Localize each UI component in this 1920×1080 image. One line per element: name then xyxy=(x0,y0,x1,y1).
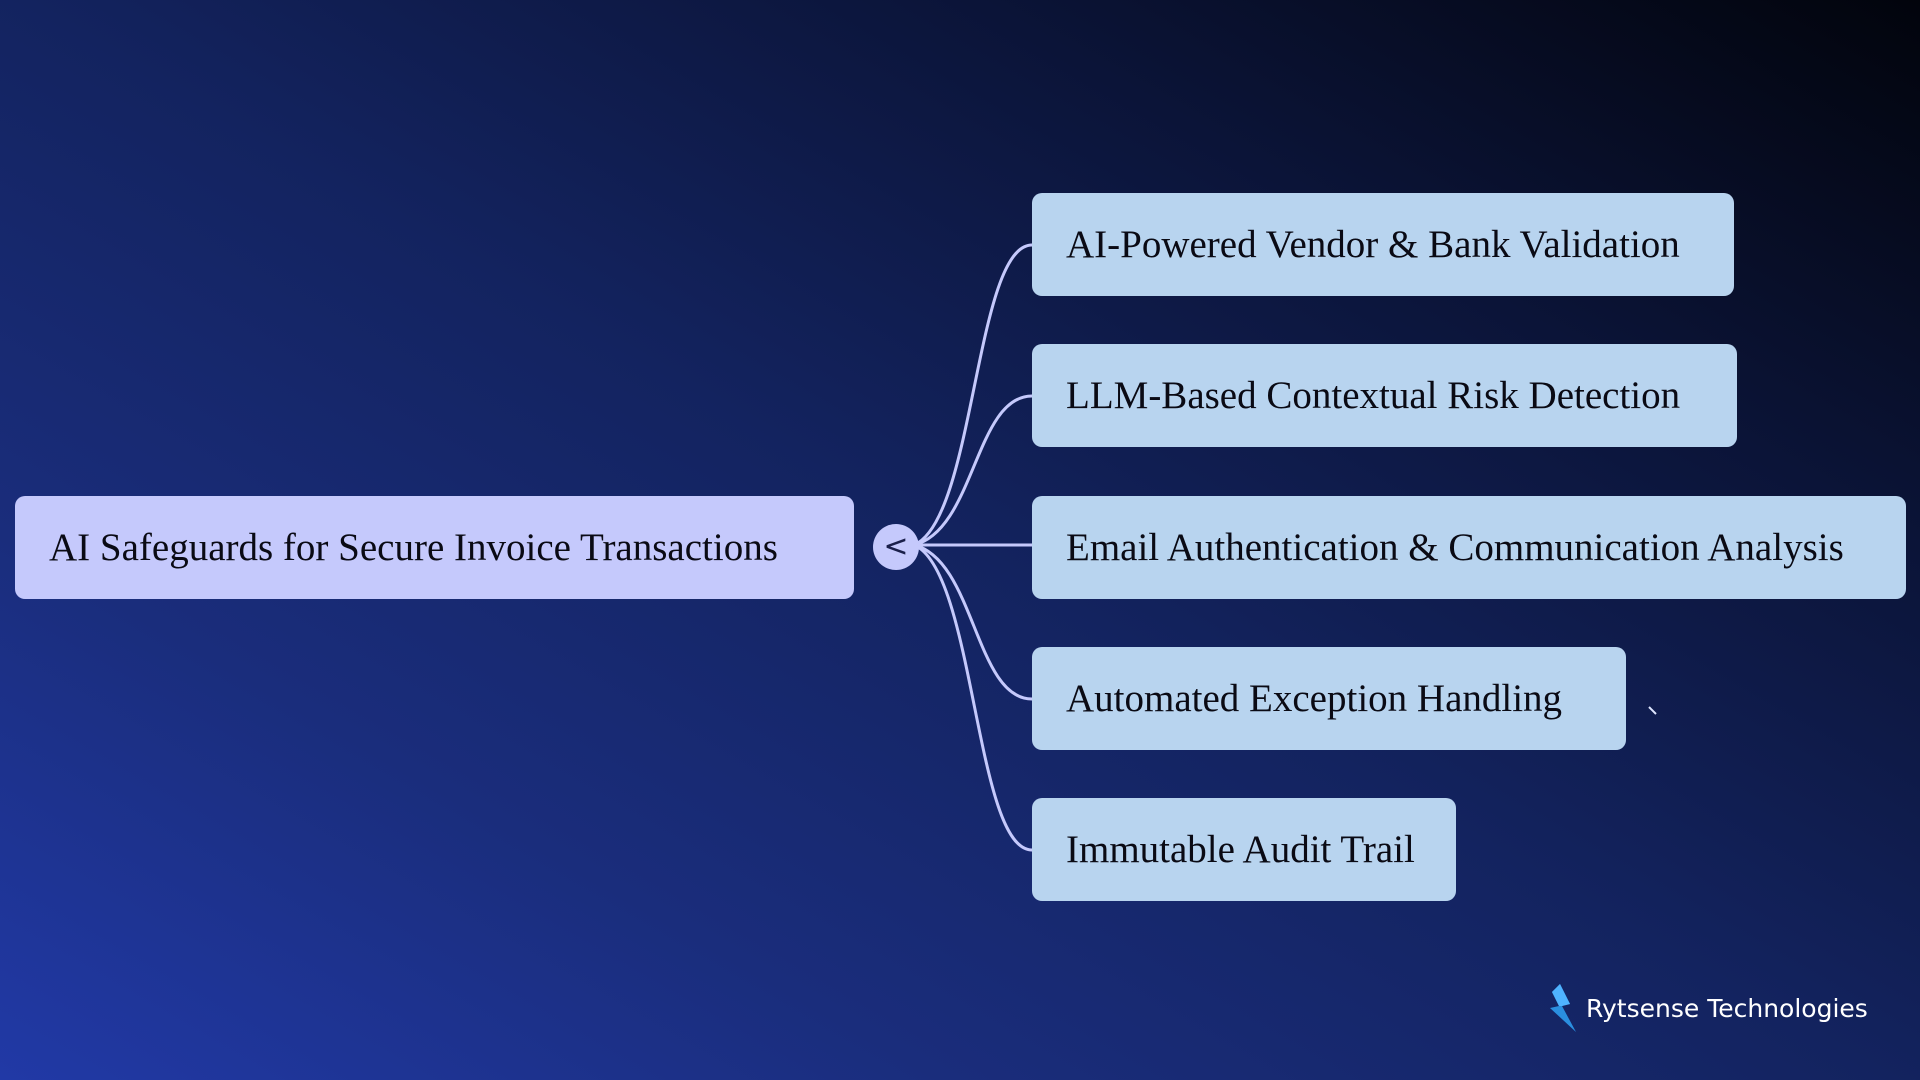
child-node-audit-trail[interactable]: Immutable Audit Trail xyxy=(1032,798,1456,901)
connector-child-3 xyxy=(913,543,1033,701)
child-node-label: AI-Powered Vendor & Bank Validation xyxy=(1066,223,1680,266)
mouse-cursor-mark xyxy=(1648,706,1657,715)
child-node-email-authentication[interactable]: Email Authentication & Communication Ana… xyxy=(1032,496,1906,599)
child-node-contextual-risk-detection[interactable]: LLM-Based Contextual Risk Detection xyxy=(1032,344,1737,447)
brand-name: Rytsense Technologies xyxy=(1586,993,1868,1023)
chevron-left-icon: < xyxy=(883,529,909,564)
root-node[interactable]: AI Safeguards for Secure Invoice Transac… xyxy=(15,496,854,599)
child-node-exception-handling[interactable]: Automated Exception Handling xyxy=(1032,647,1626,750)
collapse-toggle-button[interactable]: < xyxy=(873,524,919,570)
child-node-label: Automated Exception Handling xyxy=(1066,677,1563,720)
child-node-label: LLM-Based Contextual Risk Detection xyxy=(1066,374,1681,417)
child-node-label: Immutable Audit Trail xyxy=(1066,828,1415,871)
child-node-label: Email Authentication & Communication Ana… xyxy=(1066,526,1844,569)
connector-child-1 xyxy=(913,394,1033,547)
lightning-bolt-logo-icon xyxy=(1550,984,1576,1032)
root-node-label: AI Safeguards for Secure Invoice Transac… xyxy=(49,526,778,569)
brand-watermark: Rytsense Technologies xyxy=(1548,984,1868,1032)
connector-child-4 xyxy=(913,543,1033,852)
child-node-vendor-bank-validation[interactable]: AI-Powered Vendor & Bank Validation xyxy=(1032,193,1734,296)
connector-child-0 xyxy=(913,243,1033,547)
